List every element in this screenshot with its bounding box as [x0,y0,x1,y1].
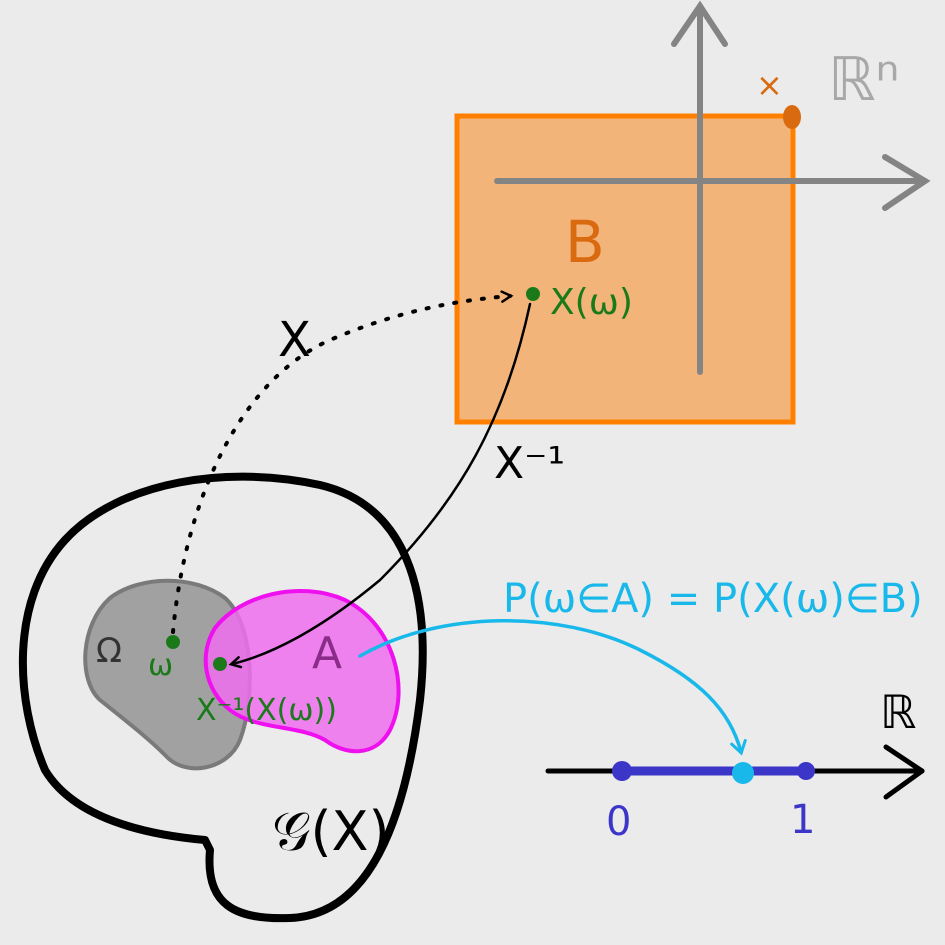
x-omega-label: X(ω) [550,282,633,323]
set-b-rectangle [454,113,796,425]
real-line-arrowhead [883,744,925,800]
rn-axes [494,0,931,375]
tick-one-label: 1 [790,797,815,843]
tick-zero-point [612,761,632,781]
rn-vertical-arrowhead [671,0,728,47]
probability-point [732,762,754,784]
omega-point-label: ω [148,648,173,683]
omega-set [83,578,252,771]
sigma-algebra-outline [18,472,427,923]
preimage-point [213,657,227,671]
sigma-algebra-label: 𝒢(X) [272,800,390,863]
map-x-label: X [278,312,311,368]
tick-one-point [797,762,815,780]
omega-set-label: Ω [96,631,122,671]
map-x-inverse-arrow [228,302,532,669]
probability-equation: P(ω∈A) = P(X(ω)∈B) [503,576,923,622]
tick-zero-label: 0 [606,799,631,845]
x-marker-label: × [756,66,783,104]
x-omega-point [526,287,540,301]
rn-horizontal-arrowhead [882,154,931,211]
omega-point [166,635,180,649]
preimage-label: X⁻¹(X(ω)) [196,693,337,728]
real-line-label: ℝ [880,685,916,739]
x-point [783,105,801,129]
map-x-inverse-label: X⁻¹ [494,438,565,489]
set-a [203,588,401,754]
set-b-label: B [565,208,605,276]
set-a-label: A [312,628,342,679]
rn-label: ℝⁿ [828,45,899,115]
probability-arrow [358,619,747,756]
